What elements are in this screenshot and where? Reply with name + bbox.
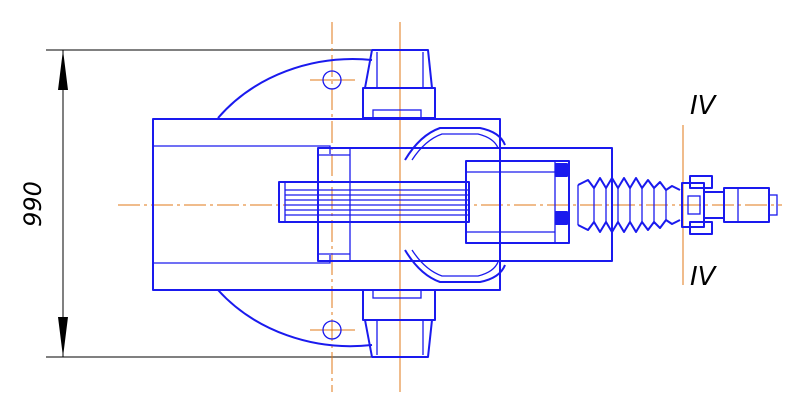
dimension-arrow-top [58,50,68,90]
piston-rod [278,181,470,223]
clamp-bracket-top [362,49,436,119]
main-housing [152,118,501,291]
section-label-bottom: IV [690,262,718,292]
clamp-bracket-bottom [362,289,436,358]
cylinder-block [465,160,570,244]
bolt-hole-top [322,70,342,90]
end-fitting [681,175,778,235]
vertical-dimension: 990 [19,49,372,358]
bolt-hole-bottom [322,320,342,340]
dimension-arrow-bottom [58,317,68,357]
dimension-value: 990 [19,181,47,227]
section-label-top: IV [690,91,718,121]
bellows [577,177,681,233]
turntable-base [217,58,373,348]
